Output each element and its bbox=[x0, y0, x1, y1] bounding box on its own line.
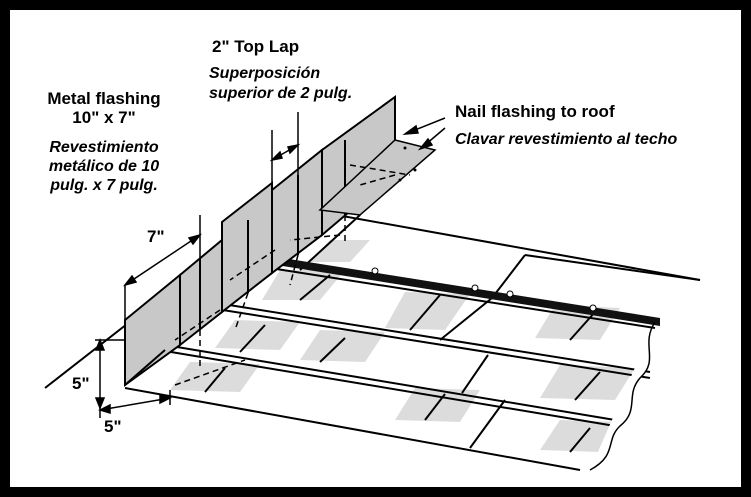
top-lap-label: 2" Top Lap bbox=[212, 37, 300, 56]
flashing-spanish-line-3: pulg. x 7 pulg. bbox=[50, 177, 158, 194]
flashing-label-line-2: 10" x 7" bbox=[72, 108, 136, 127]
top-lap-spanish-line-2: superior de 2 pulg. bbox=[209, 85, 353, 102]
nail-flashing-spanish-label: Clavar revestimiento al techo bbox=[455, 131, 678, 148]
nail-marks bbox=[398, 146, 417, 182]
seven-inch-dimension bbox=[123, 215, 202, 320]
top-lap-spanish-line-1: Superposición bbox=[209, 65, 321, 82]
flashing-spanish-line-2: metálico de 10 bbox=[48, 158, 160, 175]
dimension-5-vertical-label: 5" bbox=[72, 374, 90, 393]
five-inch-vertical-dimension bbox=[94, 337, 125, 411]
cut-edge bbox=[589, 321, 656, 471]
top-lap-dimension bbox=[269, 112, 301, 188]
sealant-strip bbox=[270, 256, 660, 326]
flashing-spanish-line-1: Revestimiento bbox=[49, 139, 159, 156]
five-inch-horizontal-dimension bbox=[97, 390, 173, 418]
flashing-label-line-1: Metal flashing bbox=[47, 89, 161, 108]
shingle-shading bbox=[170, 240, 635, 452]
nail-leader-arrows bbox=[402, 117, 446, 151]
dimension-5-horizontal-label: 5" bbox=[104, 417, 122, 436]
nail-flashing-label: Nail flashing to roof bbox=[455, 102, 615, 121]
dimension-7-label: 7" bbox=[147, 227, 165, 246]
hidden-lines bbox=[174, 164, 411, 386]
